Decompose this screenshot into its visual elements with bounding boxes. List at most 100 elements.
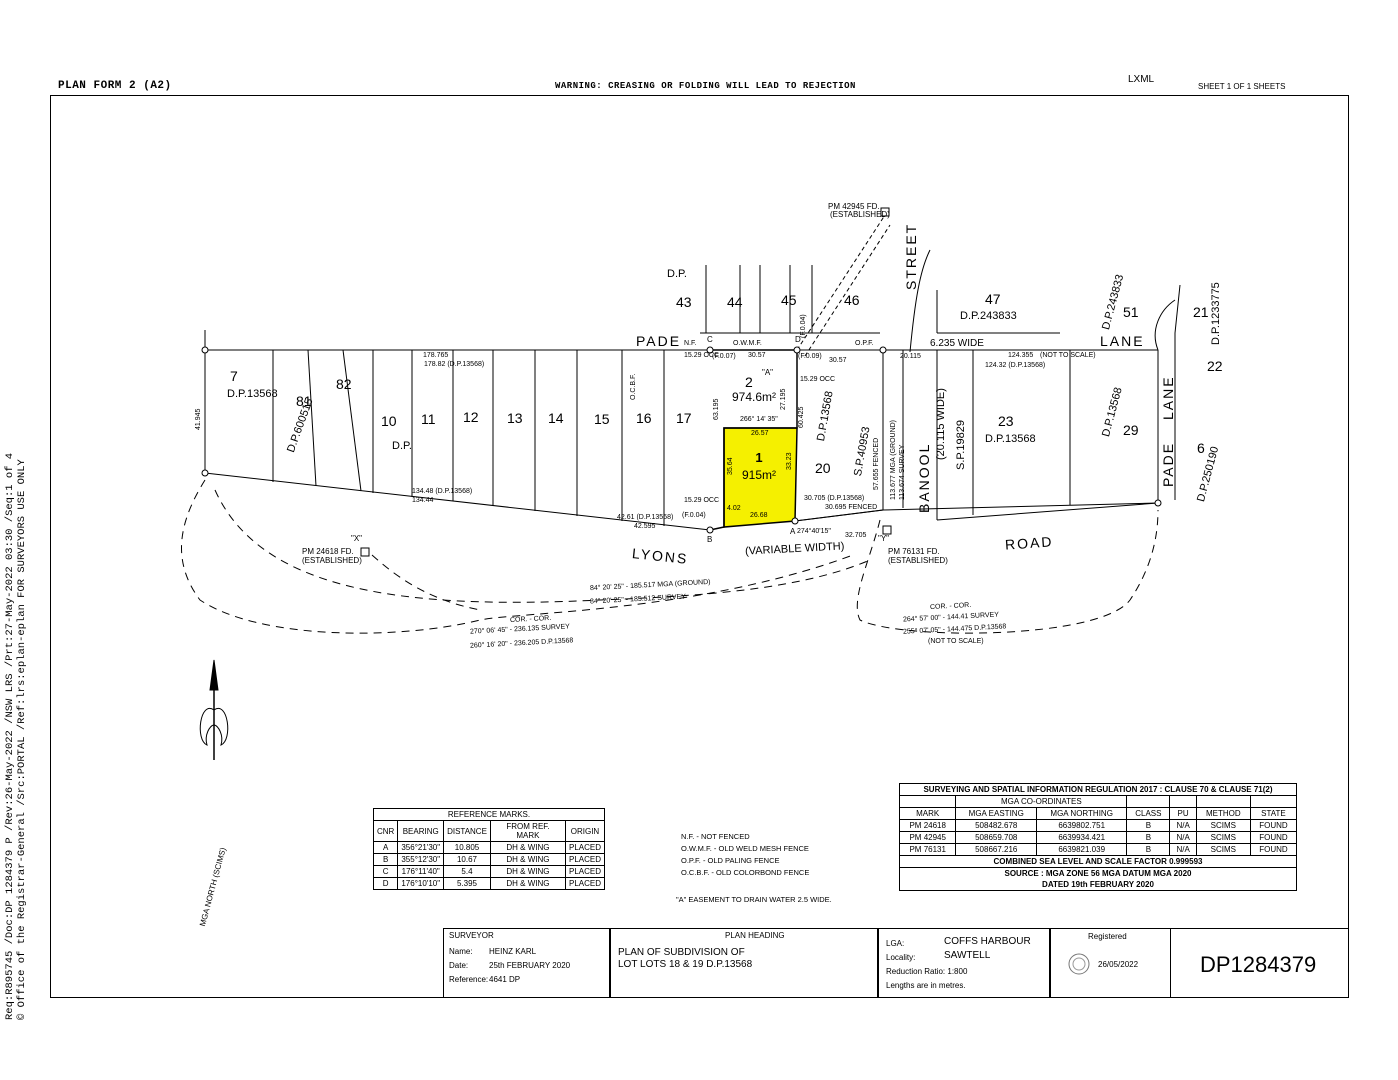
plan-form-label: PLAN FORM 2 (A2) bbox=[58, 80, 172, 92]
dp-label-7: D.P.13568 bbox=[985, 433, 1036, 445]
cell: 176°11'40" bbox=[397, 865, 445, 878]
bearing-266: 266° 14' 35" bbox=[740, 416, 778, 423]
lot-44: 44 bbox=[727, 294, 743, 310]
lot-81: 81 bbox=[296, 393, 312, 409]
cell: DH & WING bbox=[489, 853, 566, 866]
lot-1-area: 915m² bbox=[741, 468, 776, 482]
lga-section: LGA: COFFS HARBOUR Locality: SAWTELL Red… bbox=[877, 928, 1051, 998]
table-row: PM 24618 508482.678 6639802.751 B N/A SC… bbox=[898, 819, 1298, 832]
dim-27-195: 27.195 bbox=[780, 388, 787, 410]
dim-57-655: 57.655 FENCED bbox=[873, 437, 880, 490]
scale-factor: COMBINED SEA LEVEL AND SCALE FACTOR 0.99… bbox=[899, 855, 1297, 868]
lot-10: 10 bbox=[381, 413, 397, 429]
dim-178-82: 178.82 (D.P.13568) bbox=[424, 361, 485, 368]
reference-label: Reference: bbox=[449, 975, 489, 984]
dim-134-48: 134.48 (D.P.13568) bbox=[412, 488, 473, 495]
dim-35-64: 35.64 bbox=[727, 457, 734, 475]
surveyor-section: SURVEYOR Name: HEINZ KARL Date: 25th FEB… bbox=[443, 928, 611, 998]
cell: PLACED bbox=[564, 865, 606, 878]
dim-20-115: 20.115 bbox=[900, 353, 921, 360]
cell: PM 24618 bbox=[898, 819, 957, 832]
cell: DH & WING bbox=[489, 865, 566, 878]
corner-a: A bbox=[790, 527, 796, 536]
cell: FOUND bbox=[1249, 831, 1298, 844]
legend: N.F. - NOT FENCED O.W.M.F. - OLD WELD ME… bbox=[681, 831, 809, 879]
lot-82: 82 bbox=[336, 376, 352, 392]
road-pade: PADE bbox=[636, 333, 682, 349]
dim-42-595: 42.595 bbox=[634, 523, 656, 530]
lot-16: 16 bbox=[636, 410, 652, 426]
lot-51: 51 bbox=[1123, 304, 1139, 320]
lot-6: 6 bbox=[1197, 440, 1205, 456]
note-nf: N.F. bbox=[684, 340, 697, 347]
dim-32-705: 32.705 bbox=[845, 532, 867, 539]
lot-29: 29 bbox=[1123, 422, 1139, 438]
ref-header-cnr: CNR bbox=[372, 820, 399, 842]
lot-20: 20 bbox=[815, 460, 831, 476]
lot-14: 14 bbox=[548, 410, 564, 426]
cell: D bbox=[372, 877, 399, 890]
note-opf: O.P.F. bbox=[855, 340, 874, 347]
lot-43: 43 bbox=[676, 294, 692, 310]
corner-b: B bbox=[707, 535, 713, 544]
lot-11: 11 bbox=[421, 411, 436, 427]
dim-30-695: 30.695 FENCED bbox=[825, 504, 878, 511]
registered-section: Registered 26/05/2022 bbox=[1049, 928, 1171, 998]
cell: A bbox=[372, 841, 399, 854]
warning-text: WARNING: CREASING OR FOLDING WILL LEAD T… bbox=[555, 81, 856, 91]
lot-7: 7 bbox=[230, 368, 238, 384]
cell: SCIMS bbox=[1195, 843, 1251, 856]
dim-124-32: 124.32 (D.P.13568) bbox=[985, 362, 1046, 369]
survey-date: 25th FEBRUARY 2020 bbox=[489, 961, 571, 970]
lot-1-number: 1 bbox=[755, 450, 763, 465]
corner-d: D bbox=[795, 335, 801, 344]
dim-33-23: 33.23 bbox=[786, 452, 793, 470]
pm-24618-label: PM 24618 FD. bbox=[302, 547, 354, 556]
cell: 10.805 bbox=[443, 841, 491, 854]
pm-76131-label: PM 76131 FD. bbox=[888, 547, 940, 556]
plan-heading-section: PLAN HEADING PLAN OF SUBDIVISION OF LOT … bbox=[609, 928, 879, 998]
cell: 5.4 bbox=[443, 865, 491, 878]
ref-line-9: (NOT TO SCALE) bbox=[928, 638, 984, 645]
ref-header-origin: ORIGIN bbox=[564, 820, 606, 842]
cell: N/A bbox=[1169, 819, 1197, 832]
road-banool: BANOOL bbox=[916, 442, 932, 513]
note-ocbf: O.C.B.F. bbox=[630, 373, 637, 400]
registered-date: 26/05/2022 bbox=[1098, 960, 1139, 969]
table-row: PM 76131 508667.216 6639821.039 B N/A SC… bbox=[898, 843, 1298, 856]
reference-marks-title: REFERENCE MARKS. bbox=[373, 808, 605, 821]
corner-y: "Y" bbox=[878, 534, 890, 543]
reference-marks-table: REFERENCE MARKS. CNR BEARING DISTANCE FR… bbox=[372, 808, 606, 890]
reduction-ratio: Reduction Ratio: 1:800 bbox=[886, 967, 968, 976]
note-owmf: O.W.M.F. bbox=[733, 340, 762, 347]
table-row: PM 42945 508659.708 6639934.421 B N/A SC… bbox=[898, 831, 1298, 844]
cell: 6639934.421 bbox=[1036, 831, 1128, 844]
survey-header-easting: MGA EASTING bbox=[955, 807, 1038, 820]
dim-134-44: 134.44 bbox=[412, 497, 434, 504]
road-road: ROAD bbox=[1004, 533, 1054, 553]
legend-item-ocbf: O.C.B.F. - OLD COLORBOND FENCE bbox=[681, 868, 810, 877]
lot-12: 12 bbox=[463, 409, 479, 425]
lot-21: 21 bbox=[1193, 304, 1209, 320]
dim-30-57-b: 30.57 bbox=[829, 357, 847, 364]
note-f004-a: (F.0.04) bbox=[800, 314, 807, 338]
cell: B bbox=[1126, 819, 1171, 832]
cell: PLACED bbox=[564, 853, 606, 866]
legend-item-owmf: O.W.M.F. - OLD WELD MESH FENCE bbox=[681, 844, 809, 853]
corner-c: C bbox=[707, 335, 713, 344]
survey-header-northing: MGA NORTHING bbox=[1036, 807, 1128, 820]
dim-15-29-occ-c: 15.29 OCC bbox=[800, 376, 836, 383]
survey-header-method: METHOD bbox=[1195, 807, 1251, 820]
cell: PLACED bbox=[564, 841, 606, 854]
lxml-label: LXML bbox=[1128, 74, 1155, 85]
cell: 10.67 bbox=[443, 853, 491, 866]
cell: DH & WING bbox=[489, 841, 566, 854]
dim-26-57: 26.57 bbox=[751, 430, 769, 437]
survey-header-class: CLASS bbox=[1126, 807, 1171, 820]
survey-table-title: SURVEYING AND SPATIAL INFORMATION REGULA… bbox=[899, 783, 1297, 796]
dim-60-425: 60.425 bbox=[798, 406, 805, 428]
survey-header-state: STATE bbox=[1249, 807, 1298, 820]
source-datum: SOURCE : MGA ZONE 56 MGA DATUM MGA 2020 bbox=[899, 867, 1297, 879]
dim-178-765: 178.765 bbox=[423, 352, 449, 359]
lga-label: LGA: bbox=[886, 939, 905, 948]
